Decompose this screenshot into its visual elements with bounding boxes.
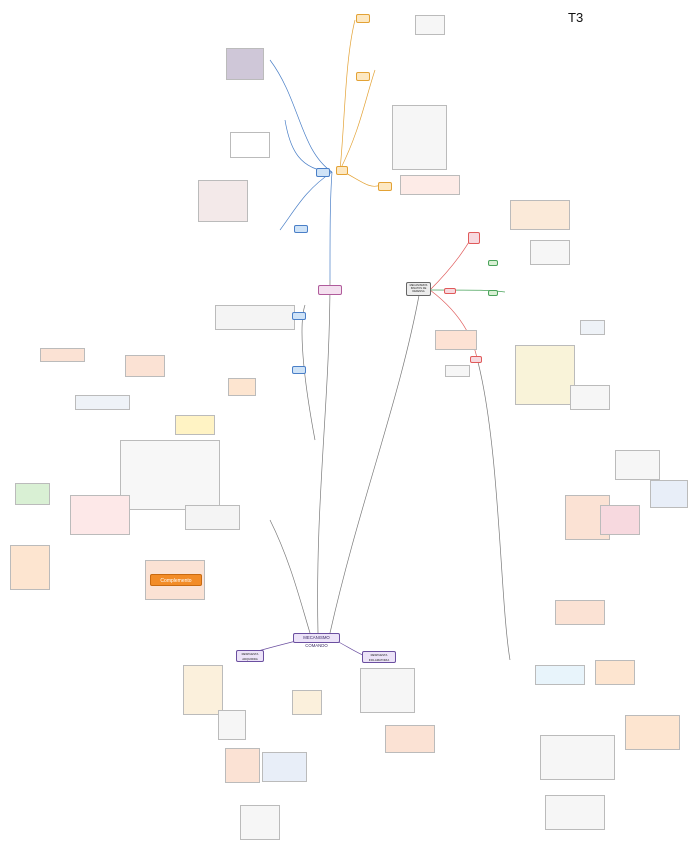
diagram-image	[70, 495, 130, 535]
connector-blue-2	[285, 120, 332, 172]
diagram-image	[595, 660, 635, 685]
diagram-image	[400, 175, 460, 195]
diagram-image	[230, 132, 270, 158]
diagram-image	[40, 348, 85, 362]
diagram-image	[615, 450, 660, 480]
diagram-image	[15, 483, 50, 505]
innate-defense-node: MECANISMOS INNATOS DE DEFENSA	[406, 282, 431, 296]
branch-node	[292, 312, 306, 320]
diagram-image	[555, 600, 605, 625]
connector-central-top	[318, 280, 330, 633]
connector-blue-trunk	[330, 172, 332, 280]
branch-node	[336, 166, 348, 175]
branch-node	[488, 260, 498, 266]
diagram-image	[360, 668, 415, 713]
branch-node	[318, 285, 342, 295]
branch-node	[294, 225, 308, 233]
diagram-image	[226, 48, 264, 80]
diagram-image	[535, 665, 585, 685]
diagram-image	[262, 752, 307, 782]
diagram-image	[218, 710, 246, 740]
diagram-image	[198, 180, 248, 222]
diagram-image	[75, 395, 130, 410]
connector-blue-3	[280, 172, 332, 230]
branch-node	[356, 72, 370, 81]
diagram-image	[125, 355, 165, 377]
diagram-image	[570, 385, 610, 410]
branch-node	[356, 14, 370, 23]
diagram-image	[445, 365, 470, 377]
diagram-image	[120, 440, 220, 510]
diagram-image	[510, 200, 570, 230]
diagram-image	[175, 415, 215, 435]
inflammatory-response-node: RESPUESTA INFLAMATORIA	[362, 651, 396, 663]
diagram-image	[545, 795, 605, 830]
connector-central-right	[330, 290, 420, 633]
diagram-image	[183, 665, 223, 715]
connector-left-low	[270, 520, 310, 633]
diagram-image	[415, 15, 445, 35]
diagram-image	[385, 725, 435, 753]
connector-orange-2	[340, 70, 375, 170]
branch-node	[444, 288, 456, 294]
connector-right-long	[478, 362, 510, 660]
branch-node	[468, 232, 480, 244]
central-node: MECANISMO COMANDO	[293, 633, 340, 643]
connector-orange-1	[340, 20, 355, 170]
complemento-node: Complemento	[150, 574, 202, 586]
diagram-image	[240, 805, 280, 840]
diagram-image	[225, 748, 260, 783]
diagram-image	[515, 345, 575, 405]
diagram-image	[530, 240, 570, 265]
diagram-image	[650, 480, 688, 508]
diagram-image	[625, 715, 680, 750]
branch-node	[292, 366, 306, 374]
branch-node	[488, 290, 498, 296]
branch-node	[470, 356, 482, 363]
connector-red-2	[430, 290, 478, 362]
branch-node	[316, 168, 330, 177]
diagram-image	[392, 105, 447, 170]
diagram-image	[228, 378, 256, 396]
diagram-image	[435, 330, 477, 350]
diagram-image	[600, 505, 640, 535]
diagram-image	[540, 735, 615, 780]
diagram-image	[185, 505, 240, 530]
branch-node	[378, 182, 392, 191]
diagram-image	[215, 305, 295, 330]
diagram-image	[10, 545, 50, 590]
diagram-image	[292, 690, 322, 715]
diagram-image	[580, 320, 605, 335]
connector-blue-1	[270, 60, 332, 172]
adaptive-response-node: RESPUESTA ADQUIRIDA	[236, 650, 264, 662]
